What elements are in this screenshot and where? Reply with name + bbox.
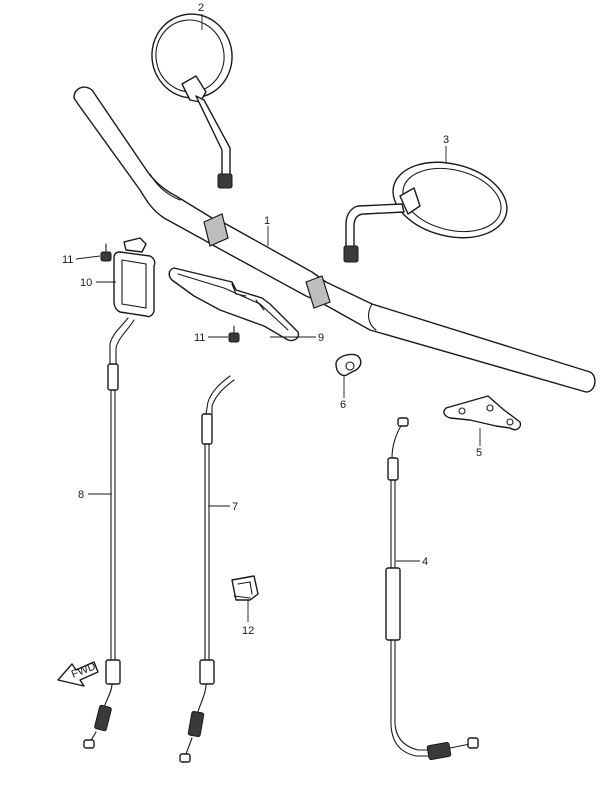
handlebar <box>73 86 596 393</box>
cable-holder <box>231 575 259 601</box>
clamp-knurl-left <box>203 213 229 247</box>
callout-8: 8 <box>78 489 84 501</box>
callout-9: 9 <box>318 332 324 344</box>
bracket <box>443 395 522 431</box>
cable-4 <box>385 417 479 760</box>
fwd-direction-arrow: FWD <box>57 660 99 687</box>
callout-10: 10 <box>80 277 92 289</box>
callout-12: 12 <box>242 625 254 637</box>
mirror-left <box>151 13 233 189</box>
callout-4: 4 <box>422 556 428 568</box>
callout-labels: 1 2 3 4 5 6 7 8 9 10 11 11 12 <box>62 2 482 637</box>
callout-5: 5 <box>476 447 482 459</box>
cable-7 <box>179 375 235 763</box>
callout-7: 7 <box>232 501 238 513</box>
callout-6: 6 <box>340 399 346 411</box>
callout-2: 2 <box>198 2 204 14</box>
callout-1: 1 <box>264 215 270 227</box>
bolt-upper <box>100 243 112 262</box>
callout-11-upper: 11 <box>62 254 73 266</box>
cable-clamp <box>335 353 362 377</box>
clamp-knurl-right <box>305 275 331 309</box>
bolt-lower <box>228 325 240 343</box>
mirror-right <box>343 161 508 263</box>
gasket-plate <box>113 237 156 318</box>
gasket-strip <box>168 267 300 342</box>
callout-11-lower: 11 <box>194 332 205 344</box>
callout-3: 3 <box>443 134 449 146</box>
cable-8 <box>83 317 135 749</box>
leader-lines <box>75 14 481 622</box>
